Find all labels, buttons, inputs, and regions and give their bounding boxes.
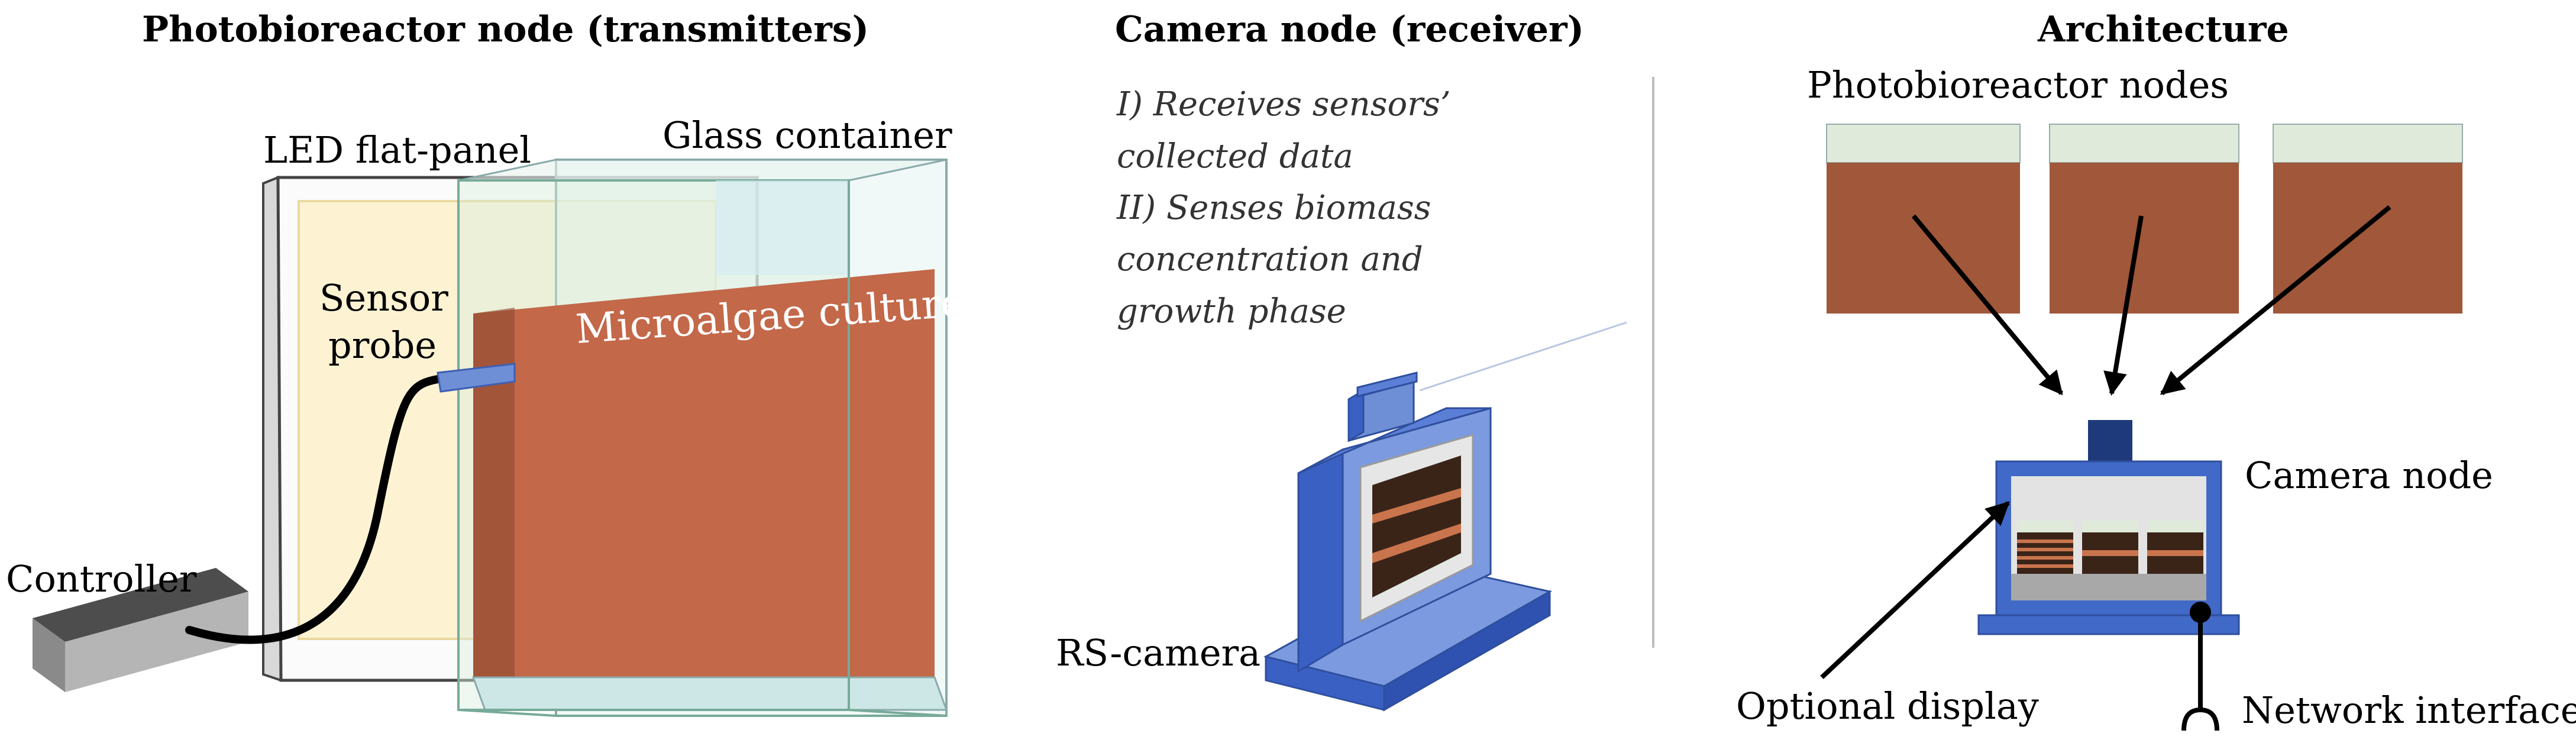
function-line-4: concentration and — [1117, 240, 1423, 279]
arrow-icon — [1911, 214, 2064, 396]
display-tile-1 — [2017, 521, 2073, 574]
label-network-interface: Network interface — [2242, 689, 2576, 732]
label-controller: Controller — [6, 557, 197, 600]
cable-icon — [185, 374, 445, 644]
arrow-icon — [1820, 501, 2010, 679]
label-rs-camera: RS-camera — [1056, 631, 1260, 674]
photobioreactor-node-1 — [1826, 124, 2021, 314]
label-optional-display: Optional display — [1736, 684, 2039, 728]
function-line-3: II) Senses biomass — [1116, 189, 1431, 227]
sensor-probe — [437, 363, 516, 393]
display-tile-2 — [2082, 521, 2138, 574]
camera-functions: I) Receives sensors’ collected data II) … — [1116, 85, 1451, 331]
label-sensor-probe-2: probe — [328, 324, 437, 367]
function-line-1: I) Receives sensors’ — [1116, 85, 1451, 124]
title-photobioreactor: Photobioreactor node (transmitters) — [142, 9, 869, 50]
rs-camera-illustration — [1263, 371, 1553, 712]
line-of-sight — [1419, 321, 1627, 392]
camera-node — [1977, 420, 2240, 635]
photobioreactor-illustration — [33, 159, 948, 717]
display-tile-3 — [2147, 521, 2203, 574]
function-line-5: growth phase — [1117, 292, 1346, 331]
antenna-icon — [2181, 602, 2219, 731]
label-glass-container: Glass container — [662, 114, 952, 157]
title-architecture: Architecture — [2037, 9, 2289, 50]
function-line-2: collected data — [1117, 137, 1353, 176]
label-camera-node: Camera node — [2245, 454, 2493, 497]
label-photobioreactor-nodes: Photobioreactor nodes — [1807, 63, 2229, 106]
title-camera-node: Camera node (receiver) — [1115, 9, 1584, 50]
controller-box — [33, 568, 248, 692]
arrow-icon — [2160, 205, 2391, 396]
label-led-panel: LED flat-panel — [263, 128, 531, 172]
arrow-icon — [2103, 215, 2144, 396]
photobioreactor-node-2 — [2049, 124, 2239, 314]
label-sensor-probe-1: Sensor — [319, 276, 448, 319]
camera-icon — [1347, 371, 1418, 442]
photobioreactor-node-3 — [2273, 124, 2463, 314]
microalgae-culture-block — [471, 269, 948, 711]
